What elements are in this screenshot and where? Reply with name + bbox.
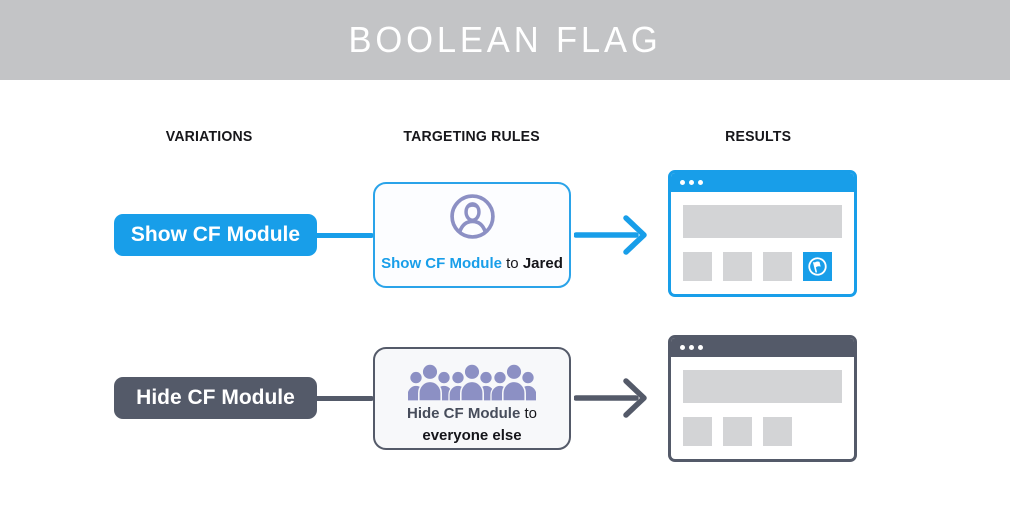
window-titlebar: [671, 338, 854, 357]
module-placeholder: [763, 417, 792, 446]
window-dot: [680, 345, 685, 350]
title-bar: BOOLEAN FLAG: [0, 0, 1010, 80]
targeting-rule-card-show: Show CF Module to Jared: [373, 182, 571, 288]
variation-chip-show: Show CF Module: [114, 214, 317, 256]
page-title: BOOLEAN FLAG: [348, 19, 662, 60]
rule-connector: to: [524, 405, 537, 422]
rule-audience: everyone else: [422, 426, 522, 444]
window-dot: [689, 345, 694, 350]
modules-row: [683, 417, 854, 446]
window-titlebar: [671, 173, 854, 192]
module-placeholder: [683, 252, 712, 281]
browser-window-result-show: [668, 170, 857, 297]
window-dot: [698, 345, 703, 350]
module-placeholder: [683, 417, 712, 446]
window-dot: [680, 180, 685, 185]
browser-window-result-hide: [668, 335, 857, 462]
rule-variation: Show CF Module: [381, 255, 502, 273]
rule-text: Show CF Module to Jared: [381, 253, 563, 275]
rule-variation: Hide CF Module: [406, 405, 521, 422]
variation-label: Show CF Module: [130, 223, 301, 246]
module-placeholder: [763, 252, 792, 281]
column-header-targeting-rules: TARGETING RULES: [403, 128, 541, 145]
crowd-icon: [406, 357, 538, 403]
module-placeholder: [723, 252, 752, 281]
variation-chip-hide: Hide CF Module: [114, 377, 317, 419]
rule-audience: Jared: [522, 255, 563, 273]
right-arrow-icon: [573, 211, 658, 259]
window-dot: [689, 180, 694, 185]
variation-label: Hide CF Module: [136, 386, 295, 409]
targeting-rule-card-hide: Hide CF Module to everyone else: [373, 347, 571, 450]
connector-line: [314, 396, 374, 401]
modules-row: [683, 252, 854, 281]
module-placeholder: [723, 417, 752, 446]
content-placeholder: [683, 205, 842, 238]
rule-connector: to: [506, 255, 523, 273]
column-header-variations: VARIATIONS: [165, 128, 253, 145]
right-arrow-icon: [573, 374, 658, 422]
flag-in-circle-icon: [806, 255, 829, 278]
rule-text: Hide CF Module to everyone else: [407, 403, 537, 447]
cf-module-tile: [803, 252, 832, 281]
column-header-results: RESULTS: [724, 128, 792, 145]
window-dot: [698, 180, 703, 185]
content-placeholder: [683, 370, 842, 403]
user-in-circle-icon: [448, 192, 497, 241]
connector-line: [314, 233, 374, 238]
